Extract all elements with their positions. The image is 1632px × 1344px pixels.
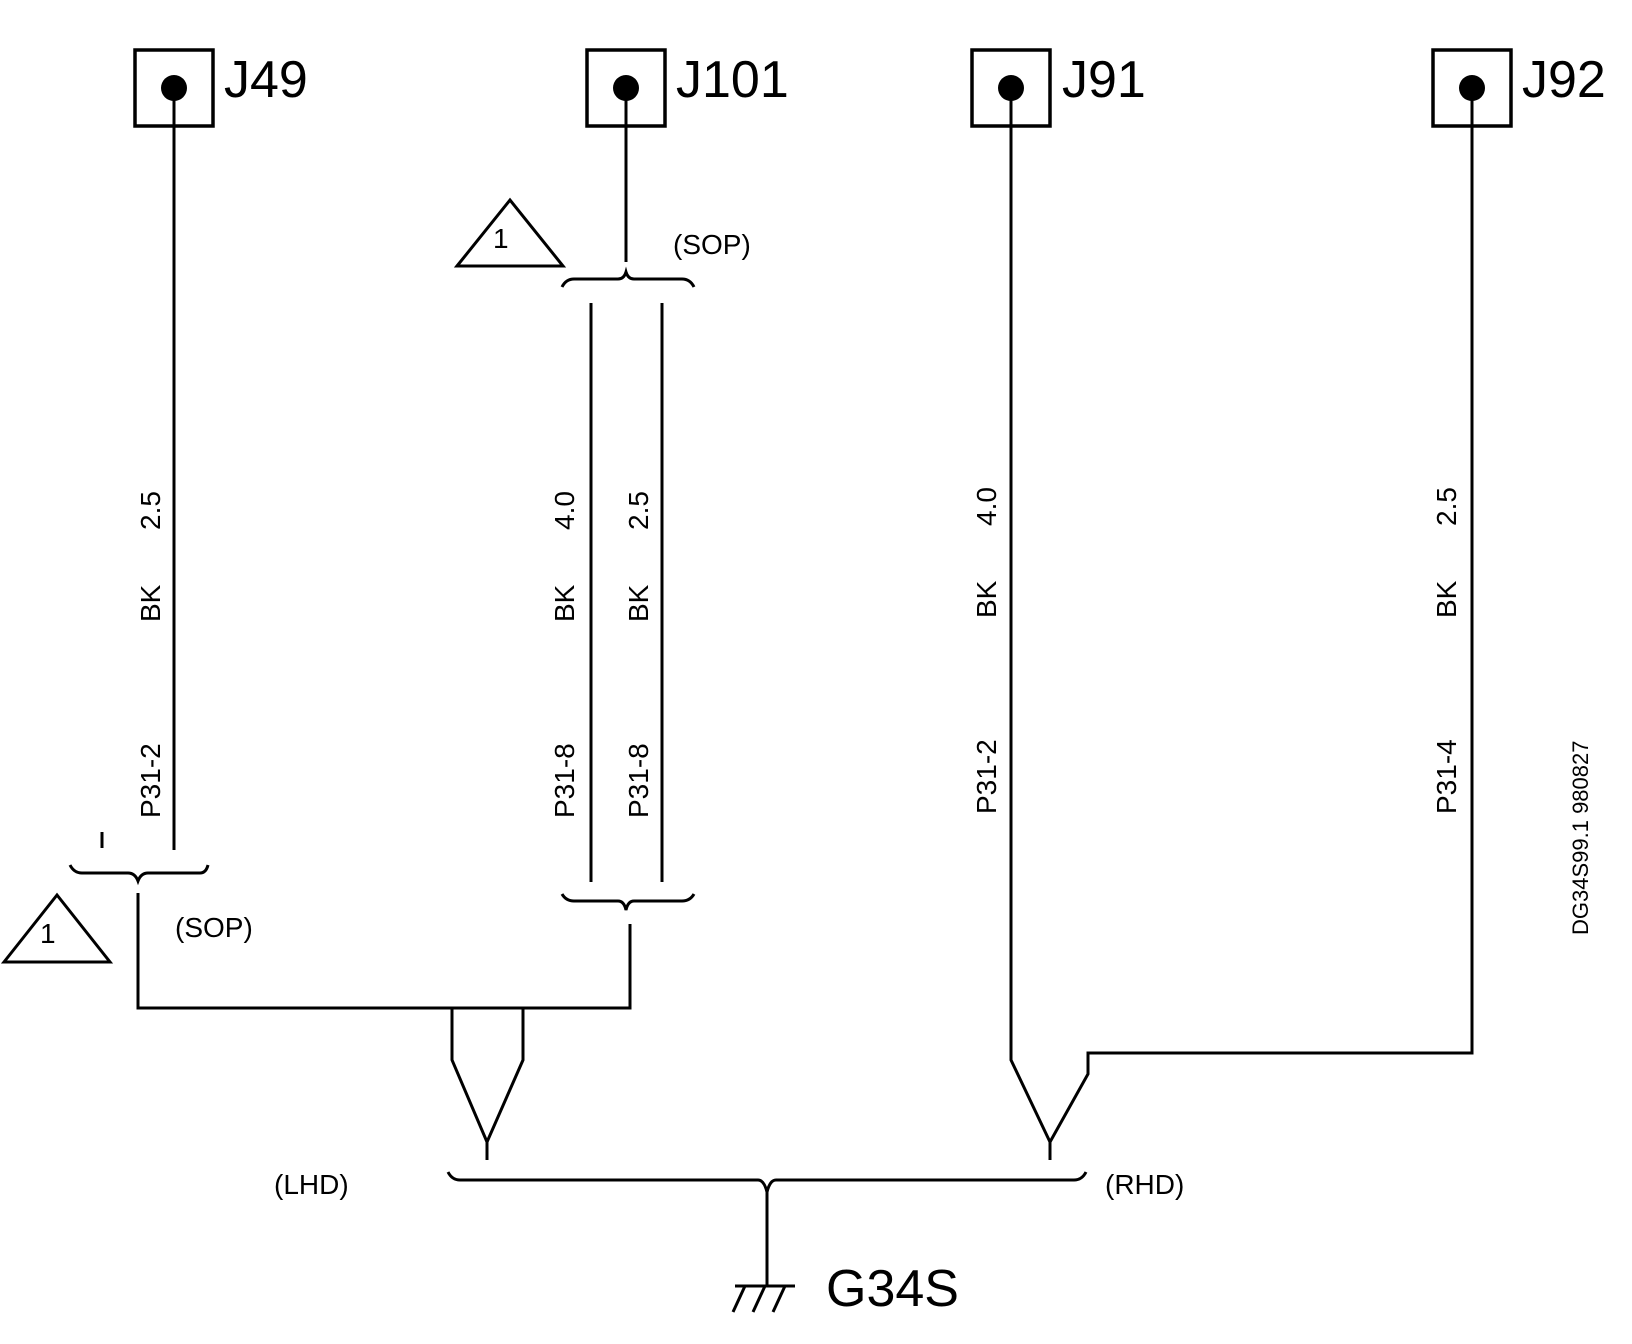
- wire-lhd-bus: [136, 893, 632, 1010]
- wire-j101-a-color: BK: [549, 584, 580, 622]
- connector-j92-label: J92: [1522, 51, 1606, 109]
- ground-label: G34S: [826, 1260, 959, 1318]
- connector-j49: J49: [133, 48, 308, 128]
- warning-triangle-icon: [453, 197, 567, 268]
- label-sop-left: (SOP): [175, 912, 253, 943]
- wire-j101-a-gauge: 4.0: [549, 491, 580, 530]
- brace-j101-top: [560, 266, 696, 288]
- label-rhd: (RHD): [1105, 1169, 1184, 1200]
- brace-j101-bottom: [560, 893, 696, 911]
- wire-j101-b-color: BK: [623, 584, 654, 622]
- wire-j91-gauge: 4.0: [971, 487, 1002, 526]
- splice-lhd: [450, 1008, 525, 1146]
- wire-j91-pin: P31-2: [971, 739, 1002, 814]
- wire-j101-b-pin: P31-8: [623, 743, 654, 818]
- wire-j91: [1009, 88, 1052, 1143]
- connector-j49-label: J49: [224, 51, 308, 109]
- connector-j91-label: J91: [1062, 51, 1146, 109]
- note-triangle-top: 1: [453, 197, 567, 268]
- ground-hatch-3: [771, 1285, 787, 1313]
- wire-j91-color: BK: [971, 580, 1002, 618]
- wire-j49-pin: P31-2: [135, 743, 166, 818]
- brace-j49: [68, 864, 210, 886]
- wire-j92-pin: P31-4: [1431, 739, 1462, 814]
- wire-j92: [1048, 88, 1474, 1143]
- label-sop-top: (SOP): [673, 229, 751, 260]
- wire-j92-gauge: 2.5: [1431, 487, 1462, 526]
- brace-ground: [446, 1171, 1088, 1193]
- connector-j101: J101: [585, 48, 789, 128]
- warning-triangle-icon: [0, 892, 114, 964]
- wire-j49-gauge: 2.5: [135, 491, 166, 530]
- note-triangle-left-number: 1: [40, 918, 56, 949]
- wire-j101-b-gauge: 2.5: [623, 491, 654, 530]
- ground-icon: [731, 1284, 795, 1313]
- wire-j101-a-pin: P31-8: [549, 743, 580, 818]
- ground-hatch-1: [731, 1285, 747, 1313]
- wire-j49-color: BK: [135, 584, 166, 622]
- ground-hatch-2: [751, 1285, 767, 1313]
- connector-j91: J91: [970, 48, 1146, 128]
- wire-j92-color: BK: [1431, 580, 1462, 618]
- note-triangle-left: 1: [0, 892, 114, 964]
- note-triangle-top-number: 1: [493, 223, 509, 254]
- connector-j101-label: J101: [676, 51, 789, 109]
- drawing-id: DG34S99.1 980827: [1568, 741, 1593, 936]
- connector-j92: J92: [1431, 48, 1606, 128]
- label-lhd: (LHD): [274, 1169, 349, 1200]
